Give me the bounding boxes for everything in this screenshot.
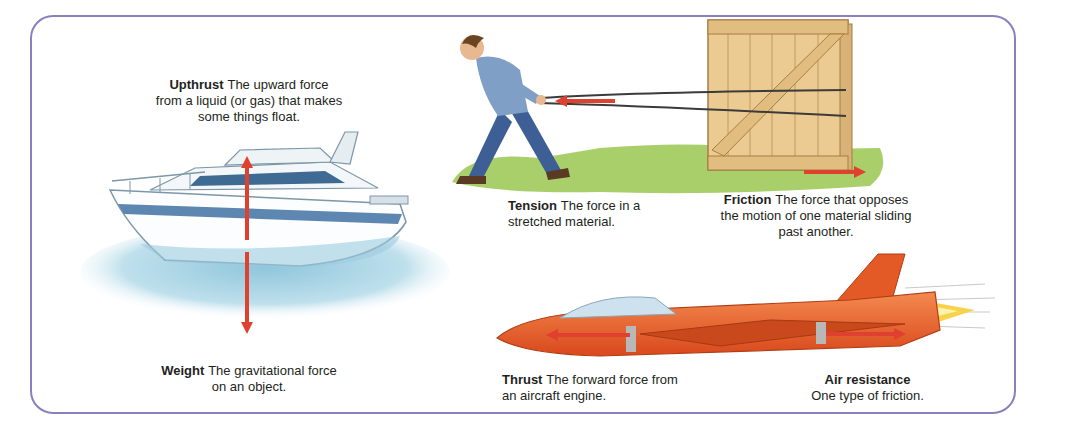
force-arrow-part — [894, 328, 906, 340]
force-caption: FrictionThe force that opposes the motio… — [716, 192, 916, 240]
force-arrow-part — [555, 95, 567, 107]
force-arrow-part — [556, 333, 630, 337]
jet-illustration-part — [640, 320, 905, 346]
force-arrow — [555, 95, 866, 178]
force-arrow-part — [565, 99, 615, 103]
force-arrow-part — [245, 166, 249, 240]
force-arrow-part — [241, 322, 253, 334]
man-pulling — [456, 35, 570, 184]
man-pulling-part — [468, 110, 512, 180]
jet-illustration-part — [497, 292, 940, 356]
boat-illustration-part — [112, 172, 205, 181]
force-caption: UpthrustThe upward force from a liquid (… — [155, 77, 343, 125]
force-arrow — [546, 328, 906, 341]
force-name: Thrust — [502, 372, 542, 387]
crate-illustration-part — [840, 24, 852, 170]
force-caption: Weight The gravitational force on an obje… — [158, 363, 340, 395]
jet-illustration-part — [560, 297, 676, 318]
panel-frame — [31, 16, 1015, 413]
force-name: Upthrust — [169, 77, 223, 92]
crate-illustration-part — [818, 20, 819, 170]
force-caption: Air resistanceOne type of friction. — [785, 372, 950, 404]
man-pulling-part — [456, 176, 486, 184]
force-definition: One type of friction. — [811, 388, 924, 403]
jet-illustration-part — [816, 322, 826, 344]
boat-illustration — [80, 132, 450, 320]
boat-illustration-part — [190, 171, 345, 186]
jet-illustration-part-part — [905, 284, 985, 288]
rope — [540, 90, 846, 116]
man-pulling-part — [546, 168, 570, 180]
force-arrow-part — [804, 170, 856, 174]
boat-illustration-part — [140, 236, 400, 268]
man-pulling-part — [460, 36, 484, 60]
crate-illustration-part — [708, 20, 848, 34]
crate-illustration-part — [708, 20, 848, 170]
jet-illustration-part — [626, 326, 636, 352]
jet-illustration-part — [836, 254, 905, 302]
rope-part — [540, 90, 846, 98]
force-name: Weight — [161, 363, 204, 378]
man-pulling-part — [494, 68, 540, 104]
rope-part — [540, 103, 846, 116]
force-arrow-part — [546, 329, 558, 341]
man-pulling-part — [536, 95, 546, 105]
man-pulling-part — [510, 108, 562, 176]
boat-illustration-part — [190, 174, 191, 190]
crate-illustration-part — [712, 34, 844, 156]
force-arrow-part — [826, 332, 896, 336]
force-caption: ThrustThe forward force from an aircraft… — [502, 372, 678, 404]
crate-illustration-part — [708, 156, 848, 170]
force-definition: The gravitational force on an object. — [208, 363, 337, 394]
force-name: Air resistance — [785, 372, 950, 388]
boat-illustration-part — [225, 148, 335, 165]
crate-illustration-part — [795, 20, 796, 170]
crate-illustration — [708, 20, 852, 170]
man-pulling-part — [462, 35, 484, 48]
force-caption: TensionThe force in a stretched material… — [508, 198, 668, 230]
boat-illustration-part — [370, 196, 408, 204]
boat-illustration-part — [130, 181, 131, 194]
jet-illustration — [497, 254, 995, 356]
boat-illustration-part — [330, 132, 358, 164]
force-arrow-part — [854, 166, 866, 178]
force-arrow — [241, 156, 253, 334]
boat-illustration-part — [150, 162, 378, 190]
crate-illustration-part — [750, 20, 751, 170]
force-name: Tension — [508, 198, 557, 213]
boat-illustration-part — [118, 204, 402, 224]
force-arrow-part — [245, 252, 249, 324]
force-name: Friction — [724, 192, 772, 207]
boat-illustration-part — [160, 178, 161, 192]
force-arrow-part — [241, 156, 253, 168]
